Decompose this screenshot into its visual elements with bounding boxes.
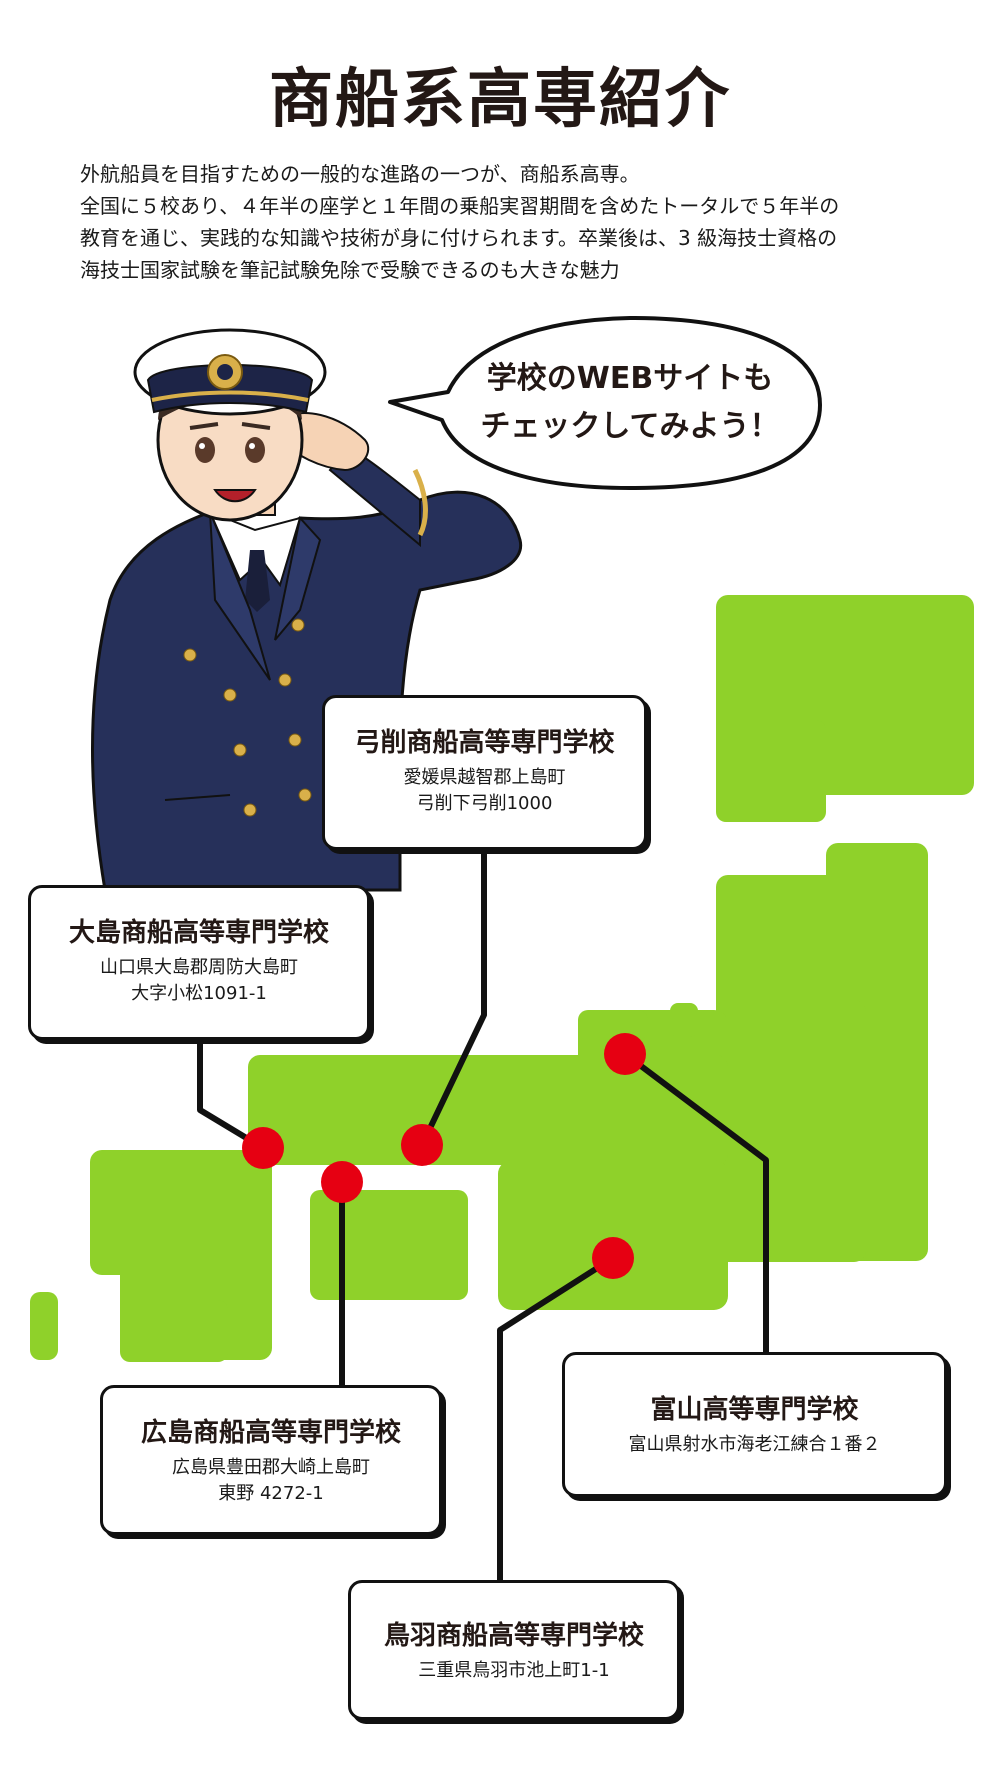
bubble-line: 学校のWEBサイトも: [486, 361, 774, 396]
school-address: 愛媛県越智郡上島町 弓削下弓削1000: [403, 767, 566, 814]
school-name: 大島商船高等専門学校: [68, 918, 329, 948]
location-marker: [321, 1161, 363, 1203]
intro-line: 全国に５校あり、４年半の座学と１年間の乗船実習期間を含めたトータルで５年半の: [80, 194, 840, 218]
school-card-oshima: 大島商船高等専門学校 山口県大島郡周防大島町 大字小松1091-1: [28, 885, 370, 1040]
school-name: 弓削商船高等専門学校: [354, 728, 615, 758]
school-address: 広島県豊田郡大崎上島町 東野 4272-1: [172, 1457, 370, 1504]
school-card-toyama: 富山高等専門学校 富山県射水市海老江練合１番２: [562, 1352, 947, 1497]
school-address: 山口県大島郡周防大島町 大字小松1091-1: [100, 957, 298, 1004]
intro-line: 外航船員を目指すための一般的な進路の一つが、商船系高専。: [80, 162, 640, 186]
school-card-hiroshima: 広島商船高等専門学校 広島県豊田郡大崎上島町 東野 4272-1: [100, 1385, 442, 1535]
japan-map: [30, 595, 974, 1362]
school-name: 広島商船高等専門学校: [140, 1418, 401, 1448]
location-marker: [592, 1237, 634, 1279]
speech-bubble: [388, 316, 822, 490]
intro-line: 海技士国家試験を筆記試験免除で受験できるのも大きな魅力: [80, 258, 620, 282]
school-card-yuge: 弓削商船高等専門学校 愛媛県越智郡上島町 弓削下弓削1000: [322, 695, 647, 850]
school-name: 鳥羽商船高等専門学校: [383, 1621, 644, 1651]
location-marker: [242, 1127, 284, 1169]
location-marker: [401, 1124, 443, 1166]
location-markers: [242, 1033, 646, 1279]
bubble-line: チェックしてみよう！: [480, 409, 780, 444]
page-title: 商船系高専紹介: [269, 63, 731, 137]
school-card-toba: 鳥羽商船高等専門学校 三重県鳥羽市池上町1-1: [348, 1580, 680, 1720]
school-address: 三重県鳥羽市池上町1-1: [418, 1660, 610, 1681]
intro-line: 教育を通じ、実践的な知識や技術が身に付けられます。卒業後は、3 級海技士資格の: [80, 226, 838, 250]
bubble-text: 学校のWEBサイトも チェックしてみよう！: [440, 355, 820, 451]
location-marker: [604, 1033, 646, 1075]
sailor-illustration: [91, 328, 523, 892]
school-address: 富山県射水市海老江練合１番２: [628, 1434, 881, 1455]
school-name: 富山高等専門学校: [650, 1395, 859, 1425]
connector-lines: [197, 848, 769, 1580]
intro-text: 外航船員を目指すための一般的な進路の一つが、商船系高専。 全国に５校あり、４年半…: [80, 158, 960, 286]
